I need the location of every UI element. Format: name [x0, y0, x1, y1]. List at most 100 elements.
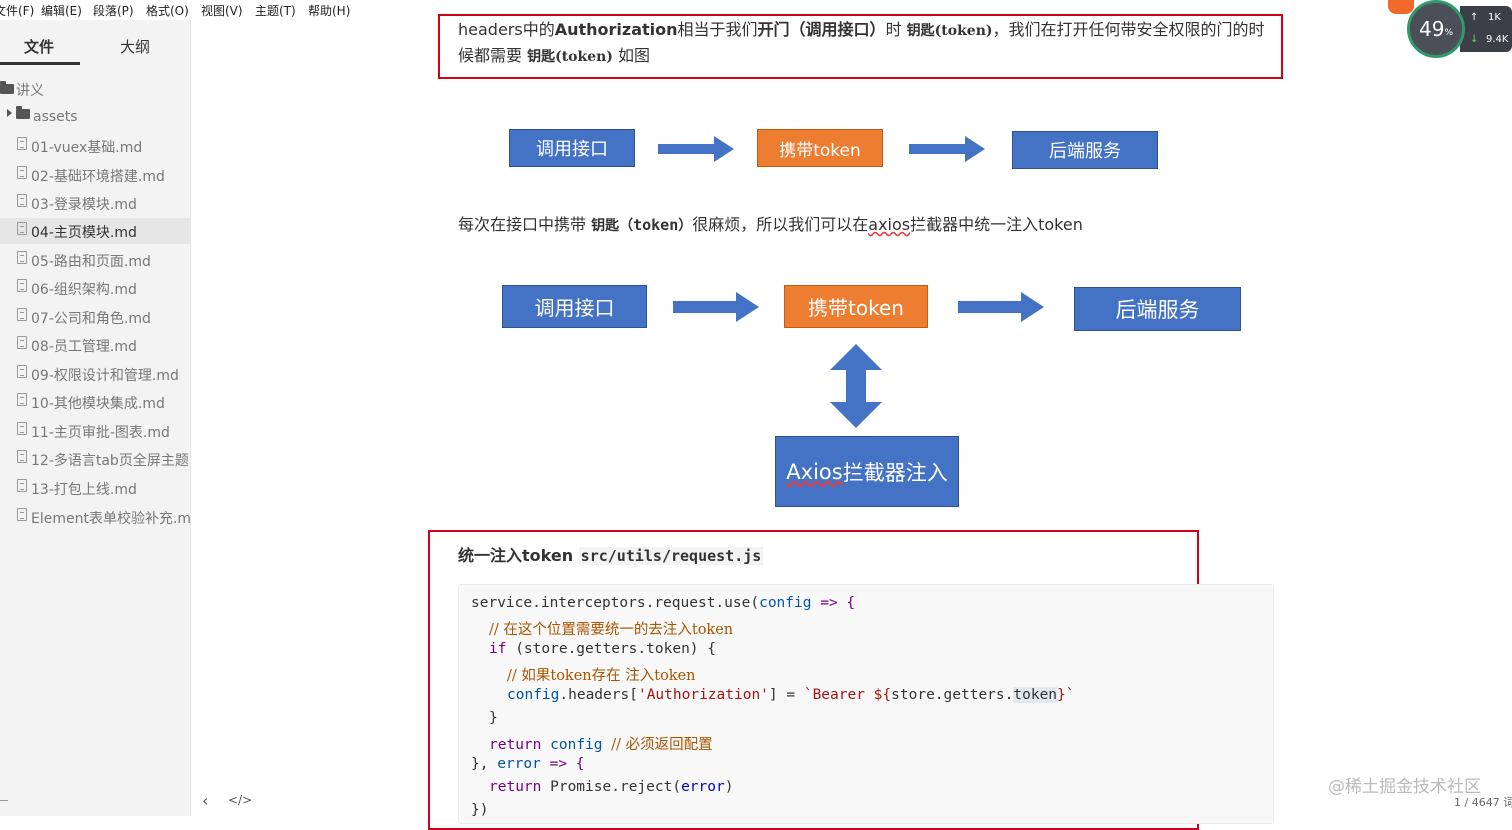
file-icon: [17, 137, 27, 150]
source-code-mode-icon[interactable]: </>: [228, 793, 253, 807]
word-count[interactable]: 1 / 4647 词: [1454, 796, 1512, 809]
flow-arrow-right: [658, 136, 734, 162]
menu-bar: 文件(F) 编辑(E) 段落(P) 格式(O) 视图(V) 主题(T) 帮助(H…: [0, 0, 360, 20]
file-item[interactable]: 08-员工管理.md: [0, 332, 190, 358]
caret-right-icon[interactable]: [7, 109, 12, 117]
file-label: 05-路由和页面.md: [31, 254, 151, 270]
file-item[interactable]: Element表单校验补充.md: [0, 504, 190, 530]
file-label: 01-vuex基础.md: [31, 140, 143, 156]
file-item[interactable]: 12-多语言tab页全屏主题: [0, 446, 190, 472]
code-line: service.interceptors.request.use(config …: [471, 595, 856, 611]
file-icon: [17, 393, 27, 406]
tab-outline[interactable]: 大纲: [120, 38, 151, 56]
code-line: return config // 必须返回配置: [489, 737, 713, 753]
tab-files[interactable]: 文件: [24, 38, 55, 56]
file-icon: [17, 251, 27, 264]
file-icon: [17, 194, 27, 207]
file-item[interactable]: 13-打包上线.md: [0, 475, 190, 501]
file-item[interactable]: 01-vuex基础.md: [0, 133, 190, 159]
speed-panel: ↑ 1K ↓ 9.4K: [1460, 6, 1512, 52]
file-label: 11-主页审批-图表.md: [31, 425, 170, 441]
code-line: // 如果token存在 注入token: [507, 668, 696, 684]
file-item[interactable]: 11-主页审批-图表.md: [0, 418, 190, 444]
file-icon: [17, 336, 27, 349]
menu-file[interactable]: 文件(F): [0, 4, 35, 18]
download-arrow-icon: ↓: [1470, 34, 1479, 45]
file-label: 13-打包上线.md: [31, 482, 137, 498]
file-item[interactable]: 09-权限设计和管理.md: [0, 361, 190, 387]
menu-format[interactable]: 格式(O): [146, 4, 189, 18]
file-label: 10-其他模块集成.md: [31, 396, 165, 412]
file-item[interactable]: 10-其他模块集成.md: [0, 389, 190, 415]
file-icon: [17, 308, 27, 321]
folder-icon: [16, 106, 30, 119]
app-logo: [1388, 0, 1414, 14]
file-label: 03-登录模块.md: [31, 197, 137, 213]
code-line: }: [489, 710, 498, 726]
collapse-sidebar-icon[interactable]: ‹: [202, 791, 209, 810]
code-line: return Promise.reject(error): [489, 779, 734, 795]
flow-arrow-vertical: [830, 344, 882, 428]
file-icon: [17, 279, 27, 292]
file-label: 06-组织架构.md: [31, 282, 137, 298]
file-icon: [17, 450, 27, 463]
file-icon: [17, 222, 27, 235]
flow-box-call-api: 调用接口: [509, 129, 635, 167]
flow-box-carry-token: 携带token: [757, 129, 883, 167]
download-speed: 9.4K: [1486, 34, 1509, 45]
network-speed-widget[interactable]: ↑ 1K ↓ 9.4K 49%: [1404, 0, 1512, 62]
flow-box-call-api: 调用接口: [502, 285, 647, 328]
sidebar-footer: ‹ </>: [190, 785, 270, 815]
file-label: 08-员工管理.md: [31, 339, 137, 355]
file-label: Element表单校验补充.md: [31, 511, 190, 527]
menu-view[interactable]: 视图(V): [201, 4, 243, 18]
file-item[interactable]: 06-组织架构.md: [0, 275, 190, 301]
upload-speed: 1K: [1488, 12, 1501, 23]
flow-arrow-right: [958, 292, 1044, 322]
folder-assets[interactable]: assets: [0, 105, 190, 131]
menu-edit[interactable]: 编辑(E): [41, 4, 82, 18]
highlight-box-intro: [438, 14, 1283, 79]
file-label: 12-多语言tab页全屏主题: [31, 453, 189, 469]
flow-arrow-right: [909, 136, 985, 162]
flow-box-backend-service: 后端服务: [1074, 287, 1241, 331]
file-item[interactable]: 02-基础环境搭建.md: [0, 162, 190, 188]
file-item[interactable]: 07-公司和角色.md: [0, 304, 190, 330]
paragraph-authorization-line1: headers中的Authorization相当于我们开门（调用接口）时 钥匙(…: [458, 20, 1265, 39]
upload-arrow-icon: ↑: [1470, 12, 1479, 23]
menu-paragraph[interactable]: 段落(P): [93, 4, 134, 18]
file-icon: [17, 508, 27, 521]
file-icon: [17, 422, 27, 435]
code-line: if (store.getters.token) {: [489, 641, 716, 657]
code-block[interactable]: service.interceptors.request.use(config …: [458, 584, 1274, 824]
file-label: 02-基础环境搭建.md: [31, 169, 165, 185]
sidebar: 文件 大纲 讲义 assets 01-vuex基础.md 02-基础环境搭建.m…: [0, 20, 191, 816]
file-item-selected[interactable]: 04-主页模块.md: [0, 218, 190, 244]
watermark: @稀土掘金技术社区: [1328, 777, 1481, 797]
code-line: config.headers['Authorization'] = `Beare…: [507, 687, 1075, 703]
file-item[interactable]: 05-路由和页面.md: [0, 247, 190, 273]
code-line: }): [471, 802, 489, 818]
code-section-heading: 统一注入token src/utils/request.js: [458, 546, 764, 565]
file-label: 07-公司和角色.md: [31, 311, 151, 327]
sidebar-divider: [0, 800, 8, 801]
folder-label: assets: [33, 109, 78, 125]
menu-help[interactable]: 帮助(H): [308, 4, 351, 18]
folder-icon: [0, 81, 14, 94]
file-icon: [17, 365, 27, 378]
folder-root[interactable]: 讲义: [0, 76, 190, 102]
code-line: }, error => {: [471, 756, 585, 772]
code-line: // 在这个位置需要统一的去注入token: [489, 622, 734, 638]
file-label: 04-主页模块.md: [31, 225, 137, 241]
flow-arrow-right: [673, 292, 759, 322]
flow-box-carry-token: 携带token: [784, 285, 928, 328]
menu-theme[interactable]: 主题(T): [255, 4, 296, 18]
file-icon: [17, 479, 27, 492]
flow-box-backend-service: 后端服务: [1012, 131, 1158, 169]
paragraph-inject-interceptor: 每次在接口中携带 钥匙（token）很麻烦，所以我们可以在axios拦截器中统一…: [458, 215, 1083, 234]
memory-usage-gauge: 49%: [1407, 0, 1465, 58]
folder-label: 讲义: [16, 83, 44, 99]
file-label: 09-权限设计和管理.md: [31, 368, 179, 384]
file-item[interactable]: 03-登录模块.md: [0, 190, 190, 216]
